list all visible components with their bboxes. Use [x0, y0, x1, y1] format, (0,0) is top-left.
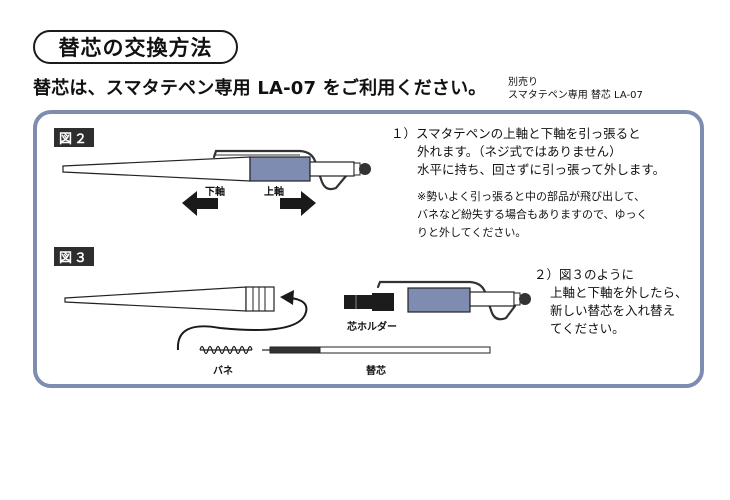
step2-line2: 上軸と下軸を外したら、 — [550, 285, 688, 300]
core-holder-illustration — [344, 293, 394, 311]
arrow-left-icon — [182, 191, 218, 216]
lower-barrel-disassembled — [64, 286, 275, 312]
spring-illustration — [199, 345, 253, 355]
headline: 替芯は、スマタテペン専用 LA-07 をご利用ください。 — [33, 78, 487, 99]
step1-note: ※勢いよく引っ張ると中の部品が飛び出して、 バネなど紛失する場合もありますので、… — [417, 188, 648, 242]
page-title: 替芯の交換方法 — [33, 30, 238, 64]
refill-illustration — [262, 346, 491, 354]
insert-arrow-head-icon — [280, 290, 294, 305]
step2-line4: てください。 — [550, 321, 625, 336]
step1-line1: １）スマタテペンの上軸と下軸を引っ張ると — [391, 126, 641, 141]
step1-note2: バネなど紛失する場合もありますので、ゆっく — [417, 208, 648, 221]
upper-barrel — [249, 156, 311, 182]
figure2-label: 図２ — [54, 128, 95, 147]
step2-line1: ２）図３のように — [534, 267, 635, 282]
refill-label: 替芯 — [366, 366, 386, 377]
instruction-panel — [33, 110, 704, 388]
figure3-label: 図３ — [54, 247, 95, 266]
step2-line3: 新しい替芯を入れ替え — [550, 303, 676, 318]
spring-label: バネ — [213, 366, 233, 377]
upper-barrel-disassembled — [376, 280, 531, 321]
assembled-pen-illustration — [62, 149, 371, 191]
step2-text: ２）図３のように 上軸と下軸を外したら、 新しい替芯を入れ替え てください。 — [534, 266, 688, 338]
insert-arrow — [176, 297, 308, 351]
upper-axis-label: 上軸 — [264, 187, 284, 198]
side-note-line1: 別売り — [508, 77, 538, 88]
step1-line3: 水平に持ち、回さずに引っ張って外します。 — [417, 162, 666, 177]
stylus-tip — [359, 163, 371, 175]
core-holder-label: 芯ホルダー — [347, 322, 397, 333]
lower-axis-label: 下軸 — [205, 187, 225, 198]
side-note-line2: スマタテペン専用 替芯 LA-07 — [508, 90, 643, 101]
arrow-right-icon — [280, 191, 316, 216]
step1-note1: ※勢いよく引っ張ると中の部品が飛び出して、 — [417, 190, 646, 203]
step1-note3: りと外してください。 — [417, 226, 527, 239]
lower-barrel — [62, 156, 251, 182]
step1-text: １）スマタテペンの上軸と下軸を引っ張ると 外れます。（ネジ式ではありません） 水… — [391, 125, 665, 179]
step1-line2: 外れます。（ネジ式ではありません） — [417, 144, 622, 159]
side-note: 別売り スマタテペン専用 替芯 LA-07 — [508, 76, 643, 102]
pen-end — [309, 161, 355, 177]
